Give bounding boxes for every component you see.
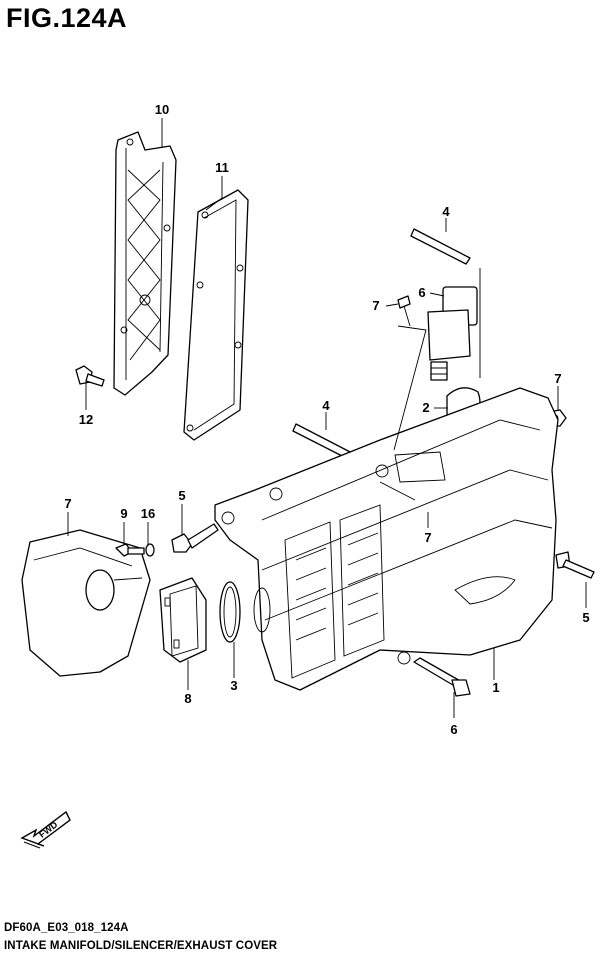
silencer-drawing: [21, 529, 151, 677]
bolt-12-drawing: [115, 543, 145, 557]
callout-14: 11: [215, 160, 229, 175]
stud-upper-drawing: [410, 228, 471, 265]
callout-1: 1: [492, 680, 499, 695]
diagram-caption: INTAKE MANIFOLD/SILENCER/EXHAUST COVER: [4, 940, 278, 952]
callout-4-lower: 4: [322, 398, 330, 413]
o-ring-3-drawing: [219, 581, 241, 643]
seal-11-drawing: [159, 577, 207, 663]
diagram-code: DF60A_E03_018_124A: [4, 922, 129, 934]
bolt-5-right-drawing: [555, 551, 595, 579]
washer-16-drawing: [145, 543, 155, 557]
callout-6: 6: [450, 722, 457, 737]
callout-7-center: 7: [424, 530, 431, 545]
callout-2: 2: [422, 400, 429, 415]
intake-manifold-drawing: [214, 387, 559, 691]
callout-13: 10: [155, 102, 169, 117]
callout-5-left: 5: [178, 488, 185, 503]
callout-15: 12: [79, 412, 93, 427]
leader-lines: [67, 118, 587, 718]
fwd-direction-badge: FWD: [20, 810, 71, 849]
idle-air-valve-drawing: [427, 286, 478, 381]
callout-5-right: 5: [582, 610, 589, 625]
callout-11: 8: [184, 691, 191, 706]
screw-9-drawing: [397, 295, 411, 327]
callout-7-right: 7: [554, 371, 561, 386]
callout-4-upper: 4: [442, 204, 450, 219]
bolt-15-drawing: [75, 365, 105, 387]
figure-title: FIG.124A: [6, 3, 128, 33]
callout-3: 3: [230, 678, 237, 693]
callout-16: 16: [141, 506, 155, 521]
callout-12: 9: [120, 506, 127, 521]
exhaust-cover-drawing: [113, 131, 177, 396]
bolt-6-drawing: [413, 657, 471, 697]
callout-10: 7: [64, 496, 71, 511]
bolt-5-left-drawing: [171, 523, 219, 553]
gasket-drawing: [183, 189, 249, 441]
callout-9: 7: [372, 298, 379, 313]
callout-8: 6: [418, 285, 425, 300]
